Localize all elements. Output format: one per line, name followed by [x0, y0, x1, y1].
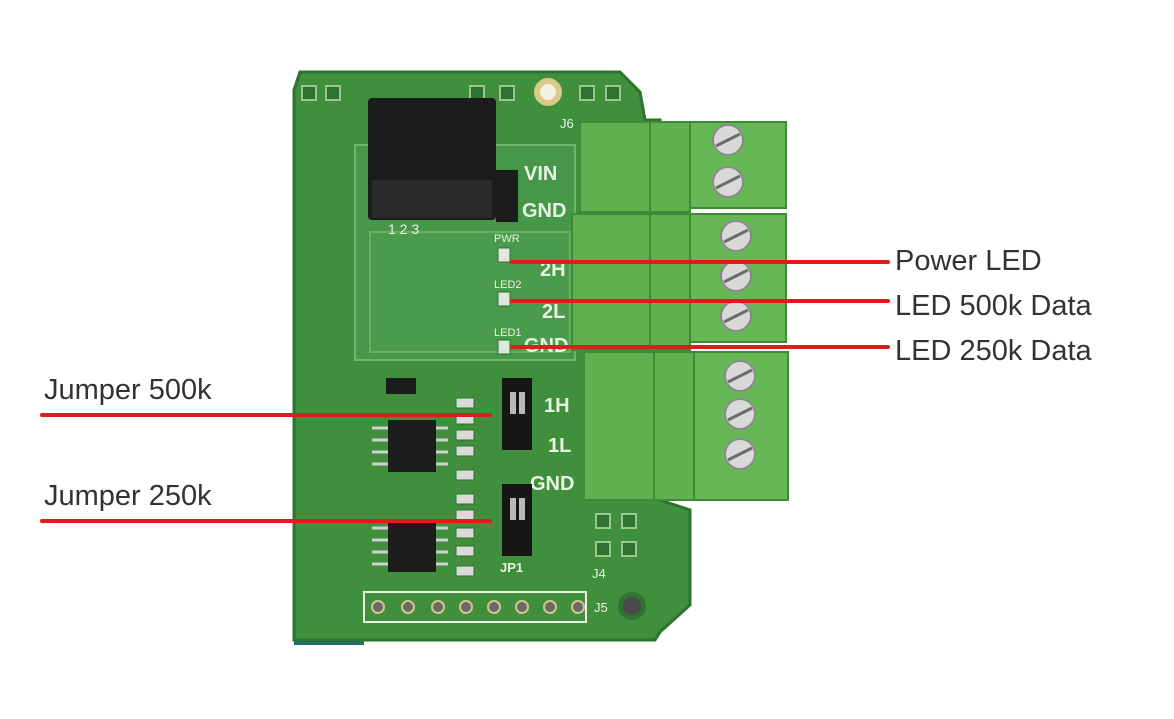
led-250k-data-label: LED 250k Data: [895, 335, 1092, 367]
j4-label: J4: [592, 566, 606, 581]
callout-lines: [40, 260, 890, 523]
soic-chip-icon: [372, 378, 448, 572]
ch2-low-label: 2L: [542, 301, 565, 323]
terminal-blocks: [571, 121, 789, 501]
ch1-low-label: 1L: [548, 435, 571, 457]
led1-label: LED1: [494, 327, 522, 339]
led2-label: LED2: [494, 279, 522, 291]
gnd-top-label: GND: [522, 200, 566, 222]
jumper-500k-label: Jumper 500k: [44, 374, 212, 406]
led-500k-data-label: LED 500k Data: [895, 290, 1092, 322]
pin-numbers: 1 2 3: [388, 221, 419, 237]
jp1-label: JP1: [500, 560, 523, 575]
vin-label: VIN: [524, 163, 557, 185]
led-markers: [497, 247, 511, 355]
j6-label: J6: [560, 116, 574, 131]
j5-label: J5: [594, 600, 608, 615]
power-led-label: Power LED: [895, 245, 1042, 277]
ch1-high-label: 1H: [544, 395, 570, 417]
pwr-label: PWR: [494, 233, 520, 245]
gnd-bottom-label: GND: [530, 473, 574, 495]
jumper-header-icon: [502, 378, 532, 556]
screw-terminal-icon: [712, 124, 756, 470]
ch2-high-label: 2H: [540, 259, 566, 281]
jumper-250k-label: Jumper 250k: [44, 480, 212, 512]
